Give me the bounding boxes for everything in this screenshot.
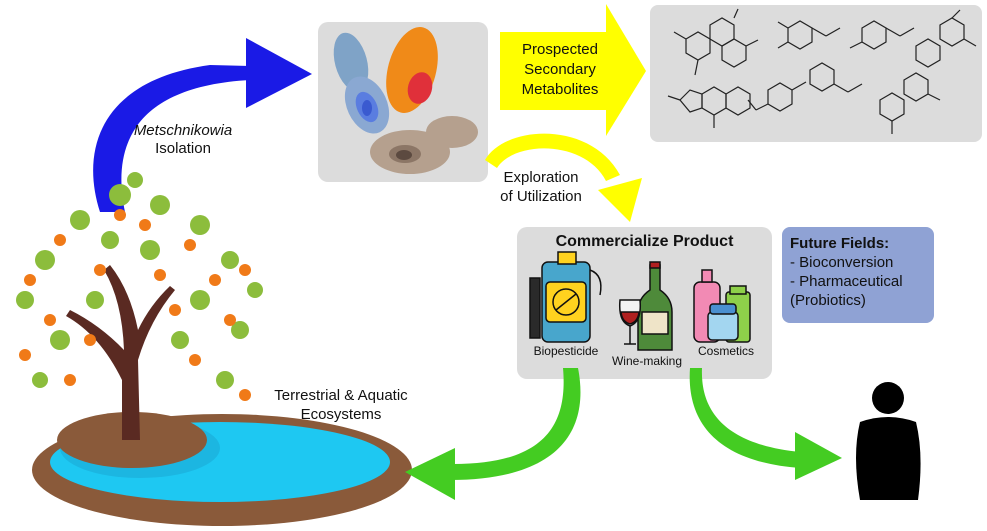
- isolation-genus: Metschnikowia: [133, 122, 233, 139]
- future-fields-title: Future Fields:: [790, 235, 890, 252]
- ecosystems-line-2: Ecosystems: [300, 406, 382, 423]
- pond-icon: [32, 412, 412, 526]
- commercialize-title: Commercialize Product: [555, 233, 734, 250]
- future-item-3: (Probiotics): [790, 292, 866, 309]
- wine-bottle-icon: [618, 261, 673, 351]
- cosmetics-label: Cosmetics: [697, 344, 754, 358]
- return-arrow: [405, 368, 581, 500]
- metabolites-arrow: [500, 4, 646, 136]
- future-fields-text: Future Fields: - Bioconversion - Pharmac…: [790, 234, 932, 310]
- tree-icon: [16, 172, 263, 440]
- molecules-panel: [650, 5, 982, 142]
- exploration-line-2: of Utilization: [500, 188, 582, 205]
- exploration-arrow: [485, 133, 642, 222]
- consumer-arrow: [689, 368, 842, 480]
- winemaking-label: Wine-making: [611, 354, 683, 368]
- ecosystems-line-1: Terrestrial & Aquatic: [274, 387, 408, 404]
- isolation-arrow: [93, 38, 312, 212]
- molecule-structures-icon: [667, 8, 977, 134]
- sprayer-icon: [529, 251, 602, 343]
- metabolites-line-3: Metabolites: [521, 81, 599, 98]
- yeast-cells-icon: [333, 27, 478, 174]
- biopesticide-label: Biopesticide: [533, 344, 599, 358]
- exploration-line-1: Exploration: [503, 169, 579, 186]
- cosmetics-icon: [693, 269, 751, 343]
- person-icon: [856, 382, 921, 500]
- metabolites-line-2: Secondary: [524, 61, 596, 78]
- future-item-2: - Pharmaceutical: [790, 273, 903, 290]
- isolation-word: Isolation: [155, 140, 211, 157]
- ecosystems-label: Terrestrial & Aquatic Ecosystems: [256, 386, 426, 424]
- future-item-1: - Bioconversion: [790, 254, 894, 271]
- future-fields-panel: [782, 227, 934, 323]
- isolation-label: Metschnikowia Isolation: [118, 122, 248, 158]
- exploration-label: Exploration of Utilization: [486, 168, 596, 206]
- metabolites-line-1: Prospected: [522, 41, 598, 58]
- metabolites-label: Prospected Secondary Metabolites: [505, 40, 615, 100]
